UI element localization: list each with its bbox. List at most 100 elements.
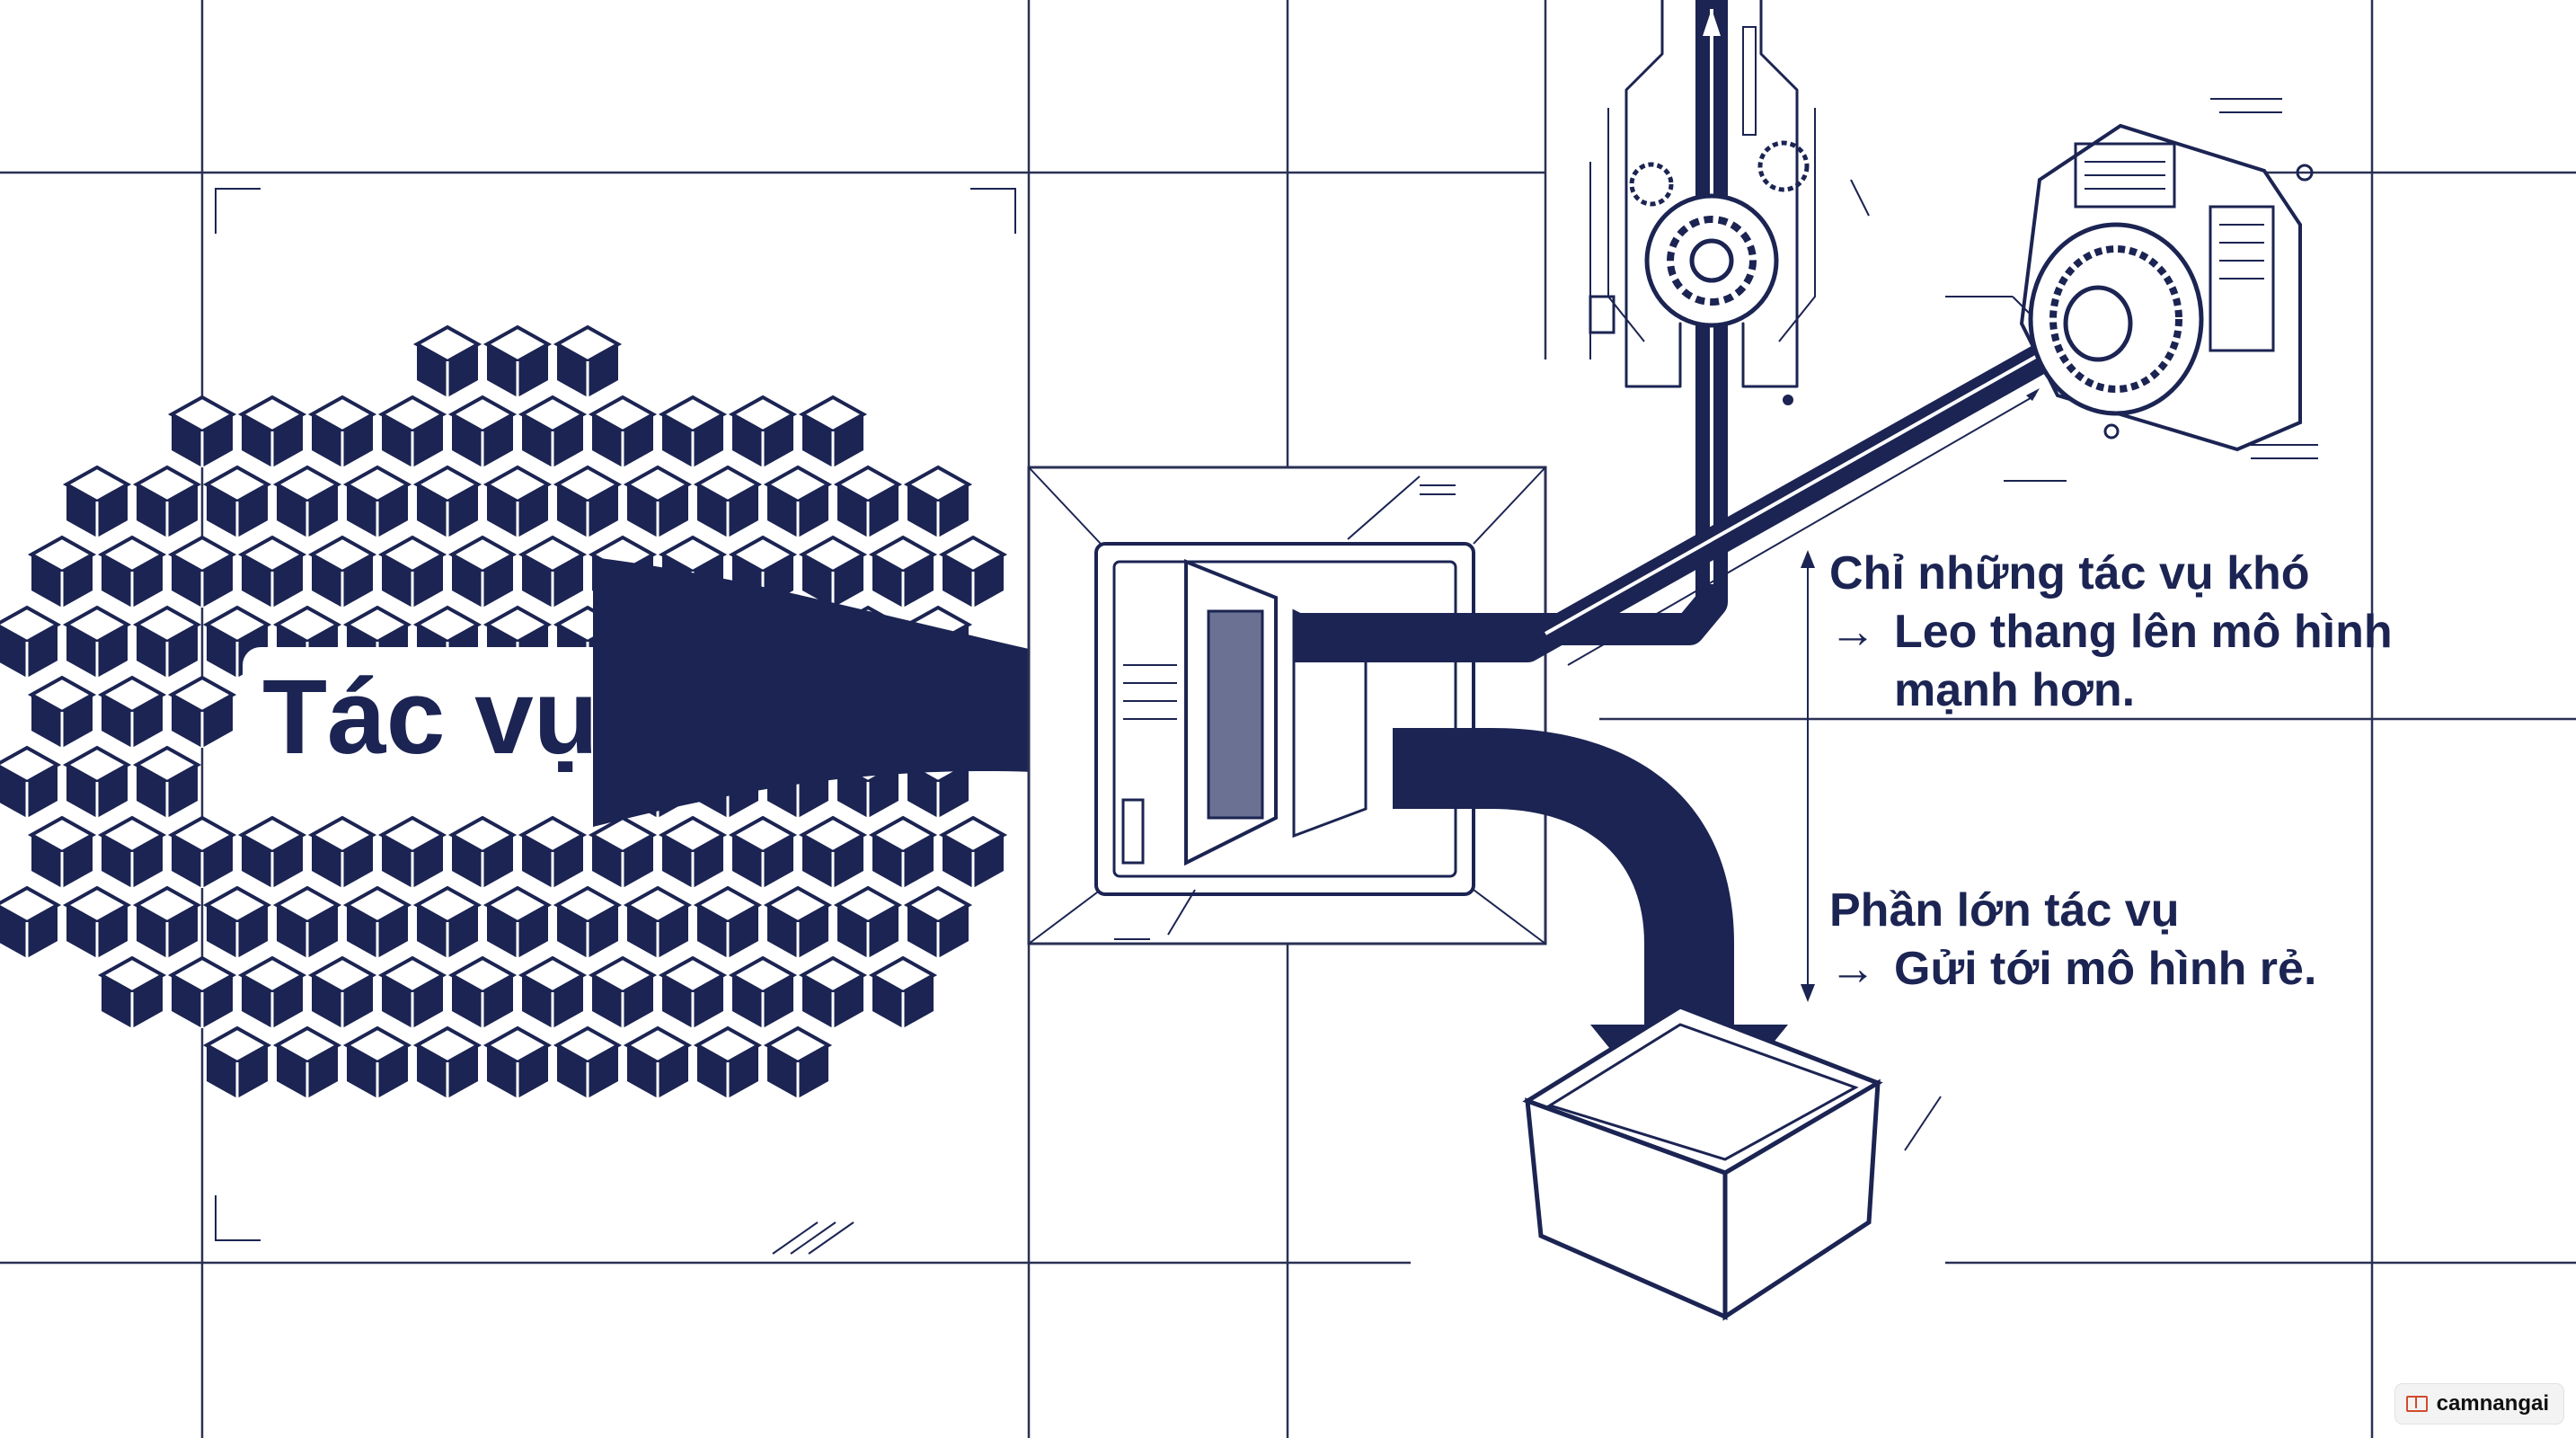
cube-icon (660, 816, 725, 890)
watermark-text: camnangai (2436, 1391, 2549, 1416)
cube-icon (695, 1026, 760, 1100)
book-icon (2405, 1396, 2428, 1412)
cube-icon (65, 466, 129, 539)
cube-icon (801, 395, 865, 469)
cube-icon (205, 1026, 270, 1100)
cube-icon (275, 1026, 340, 1100)
cube-icon (0, 886, 59, 960)
cube-icon (0, 746, 59, 820)
input-flow-arrow (593, 557, 1168, 827)
cube-icon (310, 395, 375, 469)
cube-icon (695, 466, 760, 539)
cube-icon (941, 536, 1005, 609)
cube-icon (520, 395, 585, 469)
cube-icon (836, 886, 900, 960)
cube-icon (906, 886, 970, 960)
cube-icon (450, 536, 515, 609)
cube-icon (310, 816, 375, 890)
cube-icon (801, 816, 865, 890)
cube-icon (730, 956, 795, 1030)
cube-icon (275, 886, 340, 960)
cube-icon (345, 886, 410, 960)
cube-icon (801, 956, 865, 1030)
cube-icon (170, 536, 235, 609)
cube-icon (555, 325, 620, 399)
title-plate (243, 647, 629, 782)
cube-icon (766, 886, 830, 960)
cube-icon (485, 325, 550, 399)
diagonal-highlight (1545, 333, 2076, 635)
cube-icon (625, 1026, 690, 1100)
cube-icon (450, 956, 515, 1030)
cube-icon (135, 746, 199, 820)
cube-icon (590, 816, 655, 890)
tasks-title: Tác vụ (262, 658, 598, 777)
cube-icon (766, 466, 830, 539)
cube-icon (65, 886, 129, 960)
cube-icon (205, 466, 270, 539)
cube-icon (520, 816, 585, 890)
hard-path-line2: Leo thang lên mô hình (1894, 606, 2393, 658)
cube-icon (871, 956, 935, 1030)
cube-icon (485, 1026, 550, 1100)
cube-icon (625, 886, 690, 960)
cube-icon (170, 395, 235, 469)
cube-icon (660, 395, 725, 469)
cube-icon (100, 816, 164, 890)
cube-icon (555, 466, 620, 539)
cube-icon (240, 816, 305, 890)
cube-icon (415, 325, 480, 399)
cube-icon (310, 956, 375, 1030)
cube-icon (415, 466, 480, 539)
cube-icon (170, 956, 235, 1030)
gear-tower-icon (1589, 0, 1870, 405)
cube-icon (100, 536, 164, 609)
easy-path-line2: Gửi tới mô hình rẻ. (1894, 943, 2316, 995)
hard-path-arrow: → (1829, 606, 1876, 658)
cube-icon (135, 886, 199, 960)
easy-path-arrow: → (1829, 943, 1876, 995)
cube-icon (625, 466, 690, 539)
cube-icon (345, 1026, 410, 1100)
engine-icon (1945, 98, 2318, 482)
cube-icon (871, 536, 935, 609)
cube-icon (65, 746, 129, 820)
router-box-icon (1027, 466, 1547, 945)
cube-icon (801, 536, 865, 609)
cube-icon (695, 886, 760, 960)
cube-icon (450, 816, 515, 890)
cube-icon (240, 395, 305, 469)
cube-icon (30, 536, 94, 609)
watermark-badge: camnangai (2395, 1384, 2563, 1424)
cube-icon (555, 886, 620, 960)
cube-icon (485, 466, 550, 539)
cube-icon (380, 956, 445, 1030)
cube-icon (135, 466, 199, 539)
cube-icon (240, 956, 305, 1030)
bin-icon (1522, 1004, 1883, 1321)
cube-icon (100, 676, 164, 750)
cube-icon (520, 536, 585, 609)
cube-icon (205, 886, 270, 960)
cube-icon (310, 536, 375, 609)
cube-icon (520, 956, 585, 1030)
cube-icon (730, 816, 795, 890)
hard-path-line1: Chỉ những tác vụ khó (1829, 547, 2310, 599)
cube-icon (730, 395, 795, 469)
cube-icon (555, 1026, 620, 1100)
cube-icon (380, 536, 445, 609)
cube-icon (450, 395, 515, 469)
cube-icon (100, 956, 164, 1030)
cube-icon (30, 676, 94, 750)
cube-icon (0, 606, 59, 679)
cube-icon (941, 816, 1005, 890)
cube-icon (415, 886, 480, 960)
easy-path-line1: Phần lớn tác vụ (1829, 884, 2180, 936)
path-divider-arrow (1801, 550, 1815, 1002)
cube-icon (485, 886, 550, 960)
cube-icon (415, 1026, 480, 1100)
escalate-track (1294, 310, 2111, 662)
cube-icon (380, 395, 445, 469)
cube-icon (345, 466, 410, 539)
